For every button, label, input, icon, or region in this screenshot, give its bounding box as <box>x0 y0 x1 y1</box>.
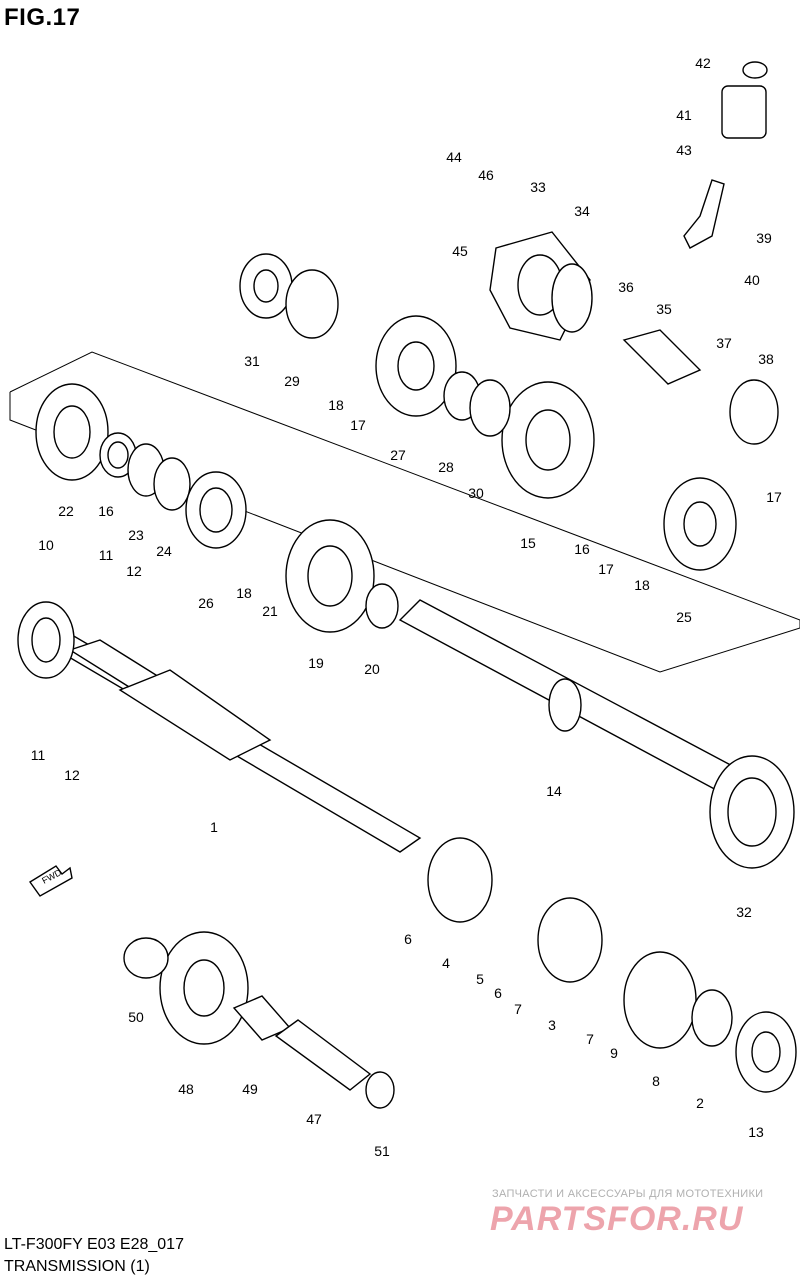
holder-41 <box>721 85 767 139</box>
callout-15: 15 <box>520 535 536 551</box>
callout-50: 50 <box>128 1009 144 1025</box>
callout-16: 16 <box>98 503 114 519</box>
callout-38: 38 <box>758 351 774 367</box>
callout-25: 25 <box>676 609 692 625</box>
callout-17: 17 <box>766 489 782 505</box>
callout-20: 20 <box>364 661 380 677</box>
bushing-50 <box>123 937 169 979</box>
callout-26: 26 <box>198 595 214 611</box>
callout-47: 47 <box>306 1111 322 1127</box>
callout-37: 37 <box>716 335 732 351</box>
callout-14: 14 <box>546 783 562 799</box>
gear-15 <box>501 381 595 499</box>
washer-51 <box>365 1071 395 1109</box>
watermark-logo: PARTSFOR.RU <box>490 1200 744 1238</box>
callout-32: 32 <box>736 904 752 920</box>
callout-44: 44 <box>446 149 462 165</box>
washer-30 <box>469 379 511 437</box>
callout-34: 34 <box>574 203 590 219</box>
section-title: TRANSMISSION (1) <box>4 1258 150 1275</box>
callout-24: 24 <box>156 543 172 559</box>
watermark-tagline: ЗАПЧАСТИ И АКСЕССУАРЫ ДЛЯ МОТОТЕХНИКИ <box>492 1188 764 1200</box>
callout-35: 35 <box>656 301 672 317</box>
callout-labels: 1234566778910111112121314151616171717181… <box>31 55 782 1159</box>
callout-13: 13 <box>748 1124 764 1140</box>
callout-27: 27 <box>390 447 406 463</box>
callout-36: 36 <box>618 279 634 295</box>
figure-title: FIG.17 <box>4 4 81 31</box>
callout-12: 12 <box>126 563 142 579</box>
fwd-arrow-icon: FWD <box>28 865 73 897</box>
callout-42: 42 <box>695 55 711 71</box>
callout-39: 39 <box>756 230 772 246</box>
callout-7: 7 <box>514 1001 522 1017</box>
callout-45: 45 <box>452 243 468 259</box>
callout-18: 18 <box>634 577 650 593</box>
callout-16: 16 <box>574 541 590 557</box>
driven-gear-39 <box>683 179 725 249</box>
callout-2: 2 <box>696 1095 704 1111</box>
gear-8 <box>623 951 697 1049</box>
callout-17: 17 <box>598 561 614 577</box>
bushing-38 <box>729 379 779 445</box>
callout-51: 51 <box>374 1143 390 1159</box>
callout-22: 22 <box>58 503 74 519</box>
bearing-13 <box>735 1011 797 1093</box>
countershaft <box>398 599 795 869</box>
callout-1: 1 <box>210 819 218 835</box>
bearing-31 <box>239 253 293 319</box>
gear-2 <box>691 989 733 1047</box>
callout-43: 43 <box>676 142 692 158</box>
callout-49: 49 <box>242 1081 258 1097</box>
callout-29: 29 <box>284 373 300 389</box>
callout-21: 21 <box>262 603 278 619</box>
seal-42 <box>742 61 768 79</box>
callout-28: 28 <box>438 459 454 475</box>
callout-5: 5 <box>476 971 484 987</box>
gear-27 <box>375 315 457 417</box>
gasket-34 <box>551 263 593 333</box>
callout-46: 46 <box>478 167 494 183</box>
main-shaft <box>17 601 422 853</box>
gear-22 <box>35 383 109 481</box>
callout-11: 11 <box>31 747 46 763</box>
countershaft-frame <box>9 351 800 673</box>
callout-41: 41 <box>676 107 692 123</box>
callout-4: 4 <box>442 955 450 971</box>
bushing-16 <box>99 432 137 478</box>
callout-33: 33 <box>530 179 546 195</box>
shaft-47 <box>274 1019 372 1091</box>
callout-8: 8 <box>652 1073 660 1089</box>
callout-40: 40 <box>744 272 760 288</box>
gear-29 <box>285 269 339 339</box>
gear-4 <box>427 837 493 923</box>
model-code: LT-F300FY E03 E28_017 <box>4 1236 184 1253</box>
callout-6: 6 <box>404 931 412 947</box>
callout-18: 18 <box>328 397 344 413</box>
callout-19: 19 <box>308 655 324 671</box>
gear-26 <box>185 471 247 549</box>
callout-10: 10 <box>38 537 54 553</box>
callout-9: 9 <box>610 1045 618 1061</box>
callout-23: 23 <box>128 527 144 543</box>
callout-11: 11 <box>99 547 114 563</box>
gear-48 <box>159 931 249 1045</box>
gear-25 <box>663 477 737 571</box>
gear-3 <box>537 897 603 983</box>
callout-17: 17 <box>350 417 366 433</box>
washer-24 <box>153 457 191 511</box>
callout-48: 48 <box>178 1081 194 1097</box>
callout-31: 31 <box>244 353 260 369</box>
gear-19 <box>285 519 375 633</box>
callout-6: 6 <box>494 985 502 1001</box>
callout-30: 30 <box>468 485 484 501</box>
callout-12: 12 <box>64 767 80 783</box>
callout-18: 18 <box>236 585 252 601</box>
callout-7: 7 <box>586 1031 594 1047</box>
callout-3: 3 <box>548 1017 556 1033</box>
gear-35 <box>622 329 702 385</box>
bushing-20 <box>365 583 399 629</box>
